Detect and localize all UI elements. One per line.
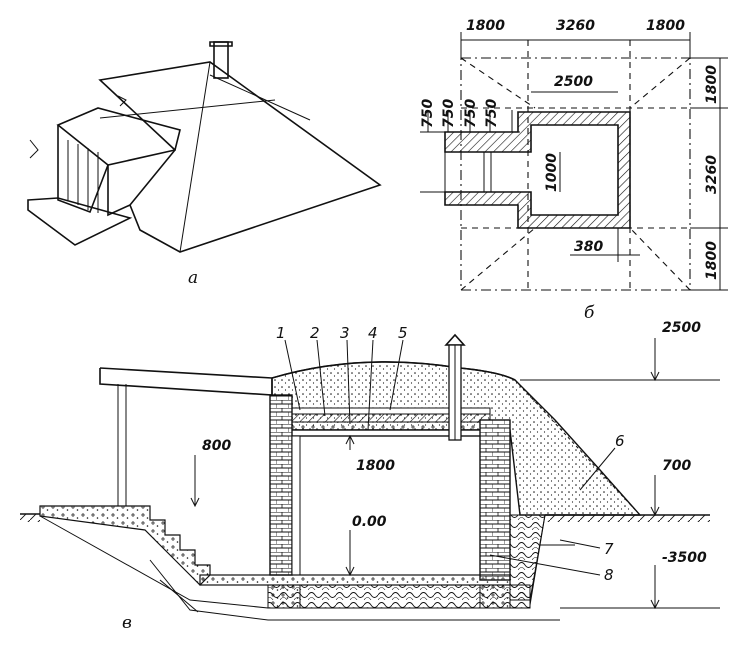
callout-1: 1 [276,324,286,342]
callout-2: 2 [310,324,320,342]
dim-entrance-2: 750 [441,99,457,128]
level-top: 2500 [662,320,701,336]
callout-4: 4 [368,324,378,342]
dim-right-bottom: 1800 [704,241,720,280]
dim-top-right: 1800 [646,18,685,34]
sublabel-c: в [122,613,132,633]
dim-wall: 380 [574,239,603,255]
level-zero: 0.00 [352,514,387,530]
callout-3: 3 [340,324,350,342]
dim-top-mid: 3260 [556,18,595,34]
dim-entrance-1: 750 [420,99,436,128]
dim-top-left: 1800 [466,18,505,34]
sublabel-a: а [188,268,198,288]
sublabel-b: б [584,303,595,323]
dim-opening: 1000 [544,153,560,192]
plan-view: 1800 3260 1800 2500 750 750 750 750 1000… [420,18,728,323]
dim-entrance-4: 750 [484,99,500,128]
level-ceiling: 1800 [356,458,395,474]
perspective-view: а [27,41,382,288]
callout-8: 8 [604,566,614,584]
dim-entrance-3: 750 [463,99,479,128]
dim-inner-width: 2500 [554,74,593,90]
level-ground: 700 [662,458,691,474]
callout-7: 7 [604,540,614,558]
dim-right-top: 1800 [704,65,720,104]
callout-5: 5 [398,324,408,342]
section-view: 1 2 3 4 5 6 7 8 2500 700 -3500 800 1800 … [20,320,720,633]
level-entry: 800 [202,438,231,454]
callout-6: 6 [615,432,625,450]
level-bottom: -3500 [662,550,707,566]
dim-right-mid: 3260 [704,155,720,194]
